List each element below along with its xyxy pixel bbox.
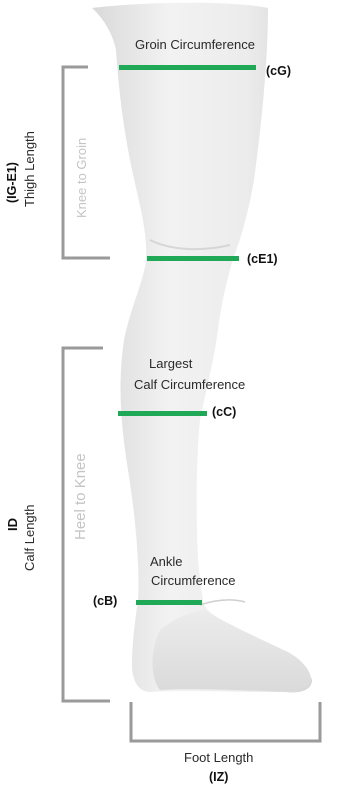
groin-band [119, 65, 256, 70]
ankle-circumference-label-line1: Ankle [150, 554, 183, 569]
calf-circumference-code: (cC) [212, 405, 236, 419]
knee-circumference-code: (cE1) [247, 252, 278, 266]
ankle-band [136, 600, 202, 605]
thigh-length-code: (IG-E1) [5, 162, 19, 203]
foot-shape [153, 610, 312, 691]
leg-shape [92, 3, 312, 693]
calf-length-code: ID [5, 518, 20, 531]
thigh-length-hint: Knee to Groin [74, 138, 89, 218]
foot-length-code: (IZ) [209, 770, 228, 784]
thigh-length-label: Thigh Length [22, 131, 37, 207]
foot-length-bracket [131, 702, 320, 741]
calf-band [118, 411, 207, 416]
calf-circumference-label-line2: Calf Circumference [134, 377, 245, 392]
foot-length-label: Foot Length [184, 750, 253, 765]
ankle-circumference-code: (cB) [93, 594, 117, 608]
ankle-circumference-label-line2: Circumference [151, 573, 236, 588]
calf-length-label: Calf Length [22, 505, 37, 572]
calf-circumference-label-line1: Largest [149, 356, 192, 371]
knee-band [147, 256, 239, 261]
calf-length-hint: Heel to Knee [72, 453, 89, 540]
ankle-contour [200, 600, 245, 605]
groin-circumference-code: (cG) [266, 64, 291, 78]
groin-circumference-label: Groin Circumference [135, 37, 255, 52]
